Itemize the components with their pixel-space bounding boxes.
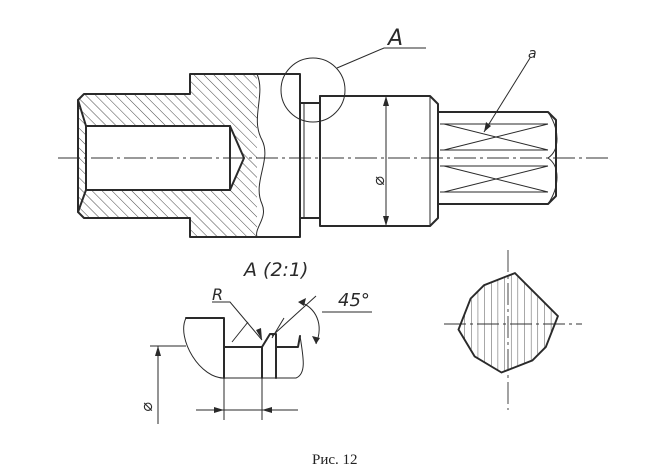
detail-groove-walls: [223, 346, 277, 379]
detail-diameter-arrow: [155, 346, 161, 356]
detail-label: A: [386, 26, 403, 51]
detail-profile: [185, 317, 301, 348]
section-shape: [457, 271, 560, 374]
body-outline: [77, 73, 258, 238]
angle-label: 45°: [338, 290, 370, 311]
radius-leader: [212, 301, 263, 341]
chamfer-top-left: [77, 99, 87, 127]
detail-leader: [336, 47, 426, 69]
detail-diameter-label: ⌀: [137, 402, 156, 412]
flat-label: a: [528, 46, 537, 62]
radius-label: R: [212, 285, 223, 304]
shank-faces: [440, 111, 558, 205]
flat-leader-arrow: [484, 122, 491, 132]
main-view: ⌀ a A: [58, 26, 608, 238]
cylinder: [319, 95, 439, 227]
radius-arrow: [256, 328, 262, 340]
detail-view-title: A (2:1): [242, 259, 308, 281]
detail-circle: [280, 57, 346, 123]
detail-diameter-dim: [150, 345, 186, 424]
flat-leader: [483, 57, 531, 133]
internal-bore: [85, 125, 245, 191]
section-hatch: [78, 74, 257, 237]
angle-leader: [271, 295, 372, 337]
figure-caption: Рис. 12: [312, 452, 358, 468]
detail-view: A (2:1) R 45° ⌀: [137, 259, 372, 424]
detail-break: [183, 317, 304, 379]
chamfer-bottom-left: [77, 189, 87, 213]
middle-segment: [256, 73, 301, 238]
groove: [299, 95, 321, 226]
diameter-label: ⌀: [369, 176, 388, 186]
square-shank: [437, 111, 557, 205]
cross-section: [444, 250, 582, 410]
angle-arrows: [298, 298, 320, 344]
flat-diagonals: [443, 123, 549, 193]
break-line: [256, 73, 266, 238]
groove-width-dim: [196, 378, 298, 420]
